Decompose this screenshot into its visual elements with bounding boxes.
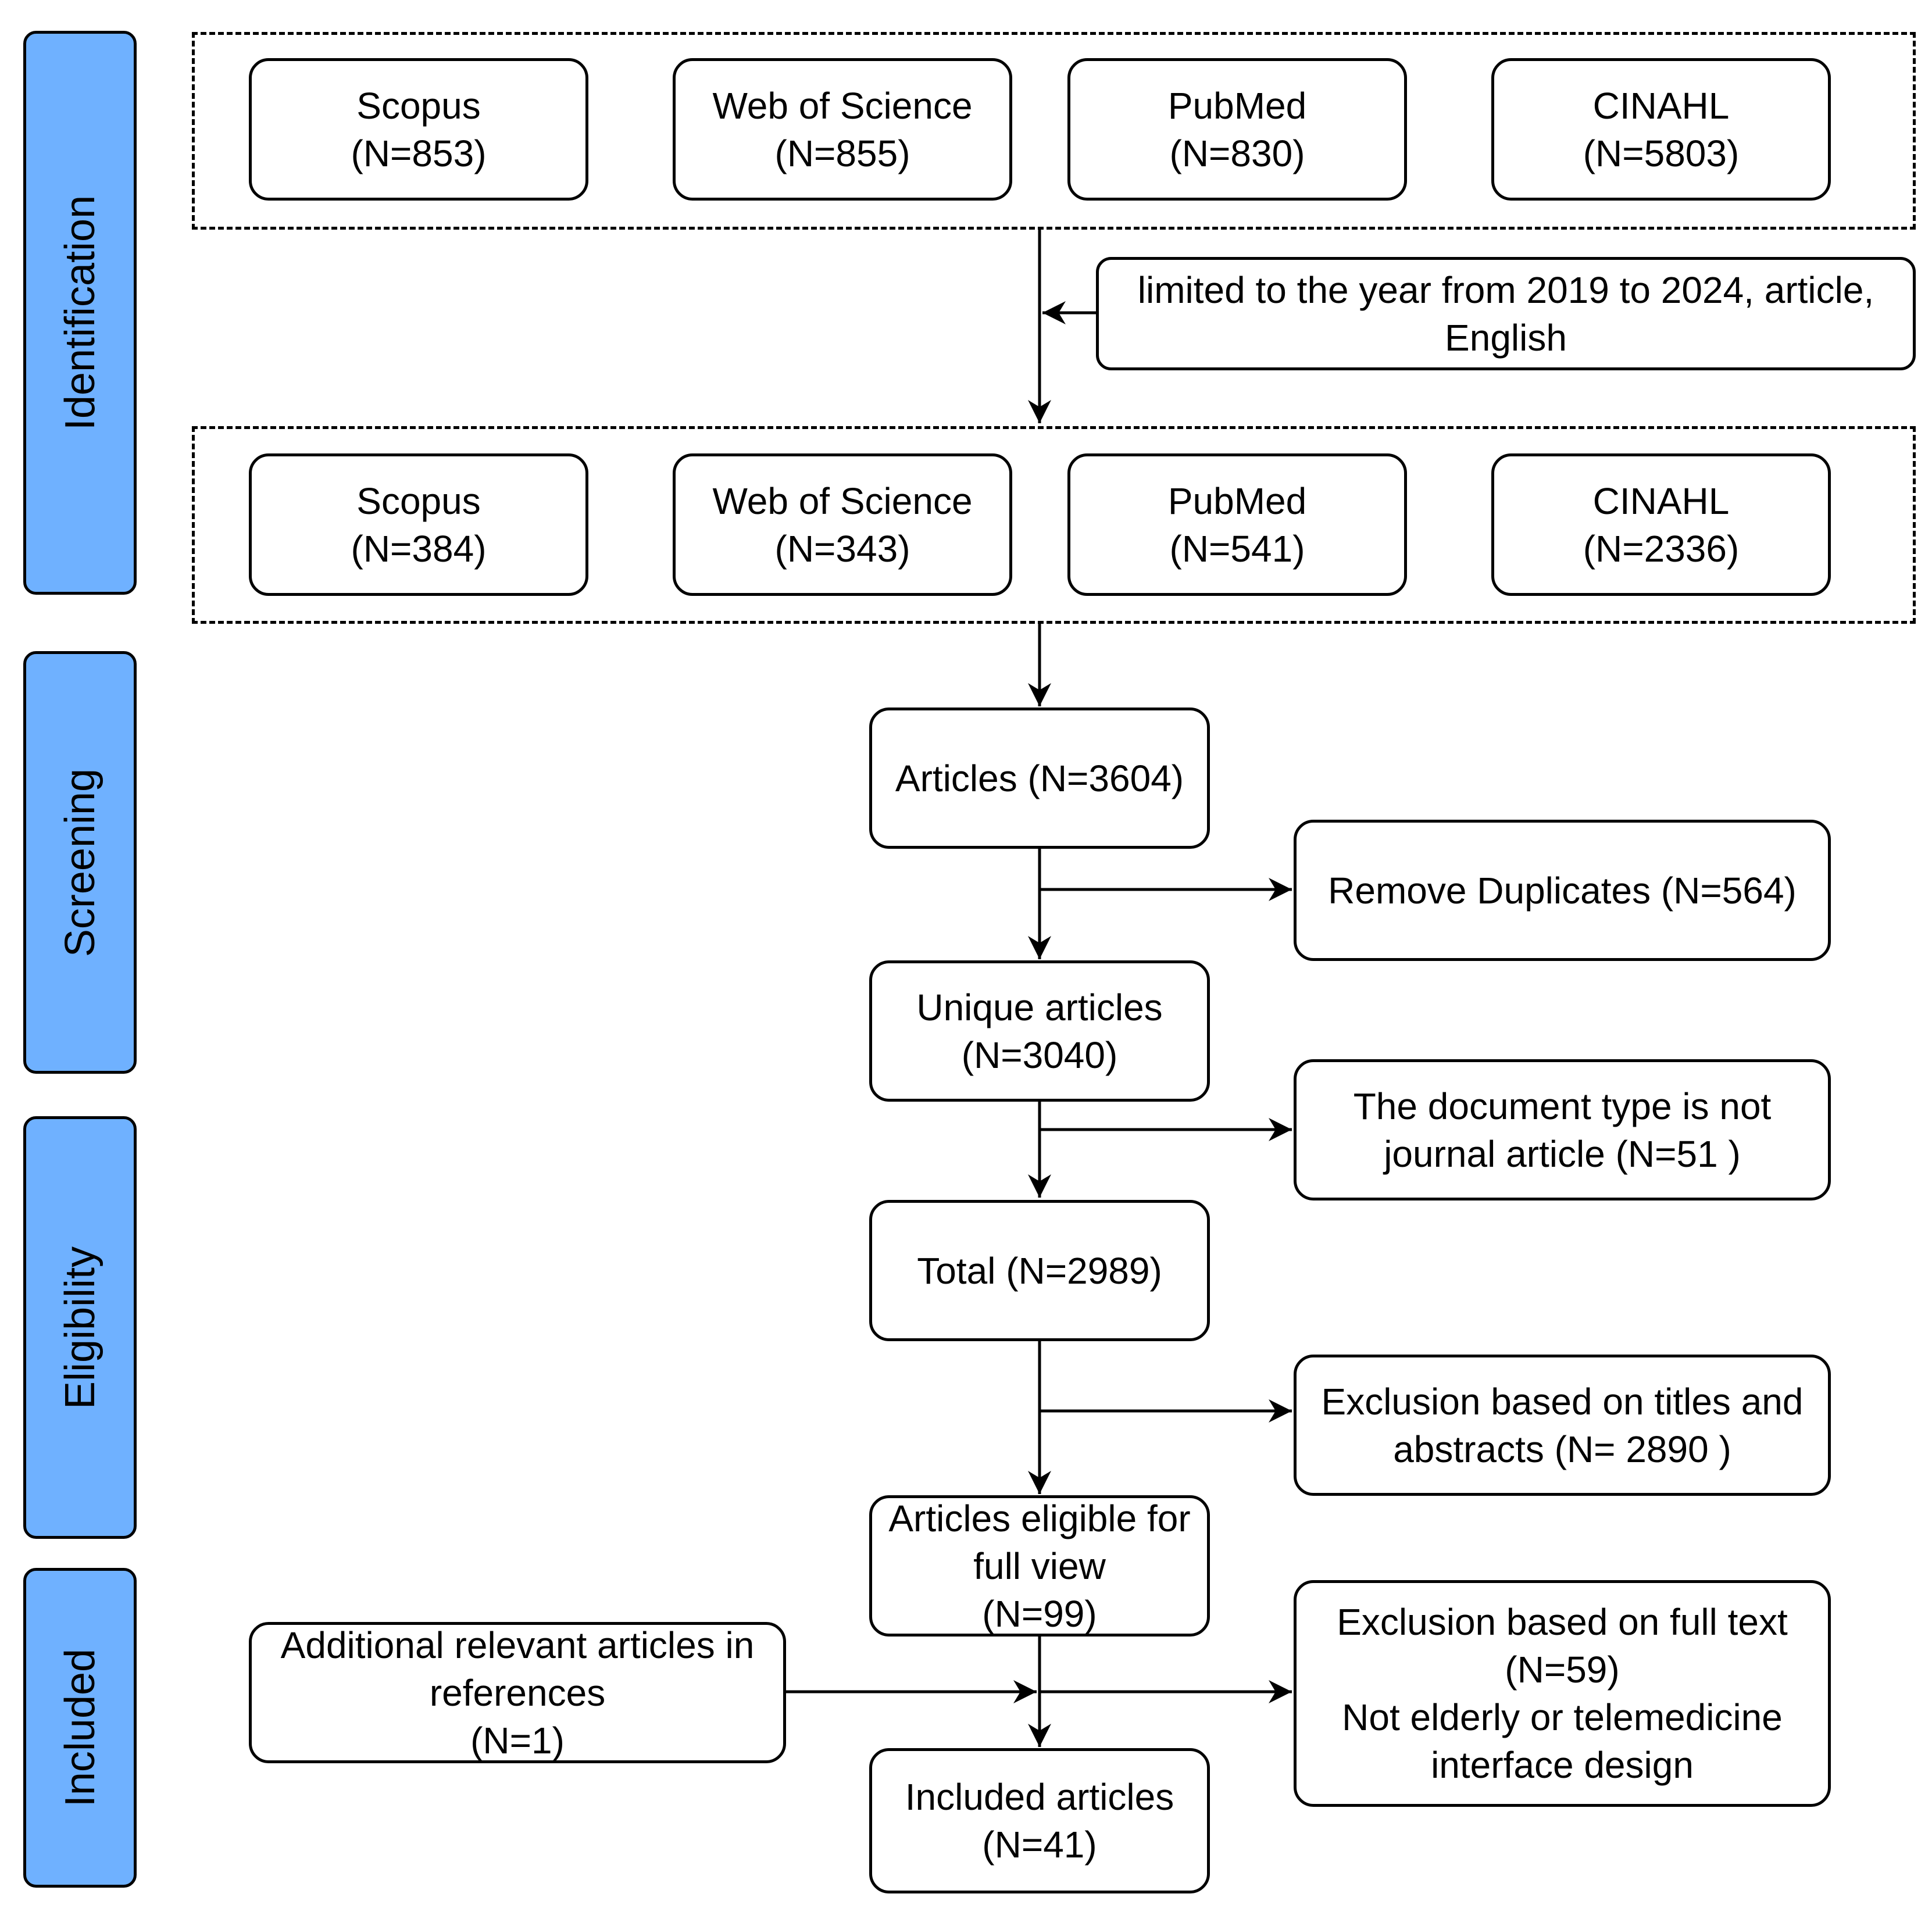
source-count: (N=343) xyxy=(774,527,910,570)
phase-identification: Identification xyxy=(23,31,137,595)
exclusion-full-text-box: Exclusion based on full text (N=59) Not … xyxy=(1294,1580,1831,1807)
initial-scopus-box: Scopus (N=853) xyxy=(249,58,588,201)
filtered-search-group xyxy=(192,426,1916,624)
not-journal-box: The document type is not journal article… xyxy=(1294,1059,1831,1200)
source-name: PubMed xyxy=(1167,84,1307,127)
source-name: PubMed xyxy=(1167,480,1307,522)
source-name: Scopus xyxy=(356,84,481,127)
filtered-pubmed-box: PubMed (N=541) xyxy=(1067,453,1407,596)
source-name: CINAHL xyxy=(1592,84,1730,127)
source-count: (N=384) xyxy=(351,527,487,570)
phase-screening: Screening xyxy=(23,651,137,1074)
initial-search-group xyxy=(192,32,1916,230)
additional-refs-box: Additional relevant articles in referenc… xyxy=(249,1622,786,1763)
eligible-full-view-box: Articles eligible for full view (N=99) xyxy=(869,1495,1210,1637)
unique-articles-box: Unique articles (N=3040) xyxy=(869,960,1210,1102)
total-box: Total (N=2989) xyxy=(869,1200,1210,1341)
remove-duplicates-box: Remove Duplicates (N=564) xyxy=(1294,820,1831,961)
filtered-cinahl-box: CINAHL (N=2336) xyxy=(1491,453,1831,596)
included-articles-box: Included articles (N=41) xyxy=(869,1748,1210,1893)
filtered-wos-box: Web of Science (N=343) xyxy=(673,453,1012,596)
articles-box: Articles (N=3604) xyxy=(869,708,1210,849)
initial-wos-box: Web of Science (N=855) xyxy=(673,58,1012,201)
source-count: (N=855) xyxy=(774,132,910,174)
exclusion-titles-box: Exclusion based on titles and abstracts … xyxy=(1294,1355,1831,1496)
source-count: (N=541) xyxy=(1169,527,1305,570)
source-count: (N=853) xyxy=(351,132,487,174)
filter-note-box: limited to the year from 2019 to 2024, a… xyxy=(1096,257,1916,370)
source-name: Web of Science xyxy=(712,480,973,522)
source-count: (N=2336) xyxy=(1583,527,1740,570)
source-name: CINAHL xyxy=(1592,480,1730,522)
initial-cinahl-box: CINAHL (N=5803) xyxy=(1491,58,1831,201)
source-count: (N=830) xyxy=(1169,132,1305,174)
source-name: Web of Science xyxy=(712,84,973,127)
source-name: Scopus xyxy=(356,480,481,522)
phase-included: Included xyxy=(23,1568,137,1888)
filtered-scopus-box: Scopus (N=384) xyxy=(249,453,588,596)
initial-pubmed-box: PubMed (N=830) xyxy=(1067,58,1407,201)
phase-eligibility: Eligibility xyxy=(23,1116,137,1539)
source-count: (N=5803) xyxy=(1583,132,1740,174)
